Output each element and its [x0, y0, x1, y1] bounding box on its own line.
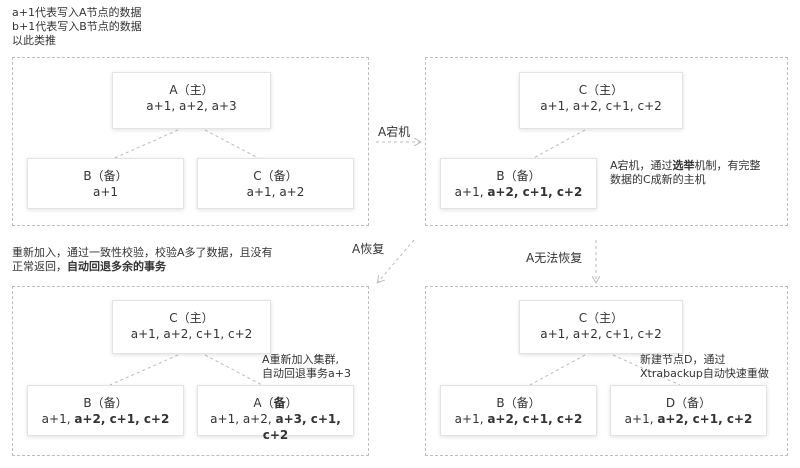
node-values: a+1, a+2, c+1, c+2: [520, 98, 682, 114]
label-a-cannot-recover: A无法恢复: [526, 251, 583, 265]
br-link-left: [529, 354, 586, 386]
tl-node-b-standby: B（备） a+1: [27, 158, 184, 209]
panel-after-a-cannot-recover: [425, 286, 788, 456]
value-part: a+1, a+2, a+3: [146, 99, 237, 113]
node-values: a+1, a+2: [198, 184, 353, 200]
bl-link-right: [204, 354, 263, 386]
tl-link-left: [109, 129, 179, 161]
bl-node-c-primary: C（主） a+1, a+2, c+1, c+2: [112, 300, 271, 354]
intro-note: a+1代表写入A节点的数据 b+1代表写入B节点的数据 以此类推: [12, 6, 142, 48]
node-title: C（主）: [578, 311, 624, 325]
value-part: a+1, a+2,: [210, 412, 276, 426]
value-part-bold: a+2, c+1, c+2: [487, 185, 583, 199]
title-part-bold: 备: [273, 396, 286, 410]
node-title: B（备）: [496, 396, 541, 410]
node-title: A（主）: [169, 83, 214, 97]
value-part: a+1: [92, 185, 119, 199]
title-part: ）: [285, 396, 298, 410]
intro-line-2: b+1代表写入B节点的数据: [12, 20, 142, 33]
note-part: 正常返回，: [12, 260, 67, 273]
panel-initial-state: [12, 57, 369, 226]
note-line: 正常返回，自动回退多余的事务: [12, 260, 273, 274]
annotation-line: A重新加入集群,: [262, 353, 351, 367]
node-title: B（备）: [83, 396, 128, 410]
value-part: a+1,: [454, 185, 488, 199]
br-node-c-primary: C（主） a+1, a+2, c+1, c+2: [519, 300, 683, 354]
node-values: a+1, a+2, a+3: [113, 98, 270, 114]
annotation-part-bold: 选举: [672, 159, 695, 172]
annotation-part: Xtrabackup自动快速重做: [640, 367, 769, 380]
tr-node-c-primary: C（主） a+1, a+2, c+1, c+2: [519, 72, 683, 129]
node-values: a+1: [28, 184, 183, 200]
annotation-line: 新建节点D，通过: [640, 353, 769, 367]
node-values: a+1, a+2, c+1, c+2: [28, 411, 183, 427]
value-part: a+1,: [454, 412, 488, 426]
node-title: D（备）: [665, 396, 712, 410]
panel-after-a-down: [425, 57, 788, 226]
tr-node-b-standby: B（备） a+1, a+2, c+1, c+2: [440, 158, 597, 209]
bl-link-left: [109, 354, 179, 386]
value-part: a+1, a+2, c+1, c+2: [540, 99, 662, 113]
label-a-recover: A恢复: [352, 242, 385, 256]
annotation-part: A重新加入集群,: [262, 353, 340, 366]
annotation-line: 自动回退事务a+3: [262, 367, 351, 381]
value-part: a+1, a+2, c+1, c+2: [130, 327, 253, 341]
tr-link-left: [529, 129, 586, 161]
bl-node-a-standby: A（备） a+1, a+2, a+3, c+1, c+2: [197, 385, 354, 442]
br-annotation: 新建节点D，通过 Xtrabackup自动快速重做: [640, 353, 769, 381]
tl-node-c-standby: C（备） a+1, a+2: [197, 158, 354, 209]
tr-annotation: A宕机，通过选举机制，有完整 数据的C成新的主机: [610, 159, 761, 187]
annotation-part: 数据的C成新的主机: [610, 173, 706, 186]
node-values: a+1, a+2, c+1, c+2: [441, 184, 596, 200]
note-part: 重新加入，通过一致性校验，校验A多了数据，且没有: [12, 246, 273, 259]
annotation-part: 机制，有完整: [694, 159, 761, 172]
tl-node-a-primary: A（主） a+1, a+2, a+3: [112, 72, 271, 129]
br-link-right: [612, 354, 681, 386]
intro-line-1: a+1代表写入A节点的数据: [12, 6, 142, 19]
node-values: a+1, a+2, c+1, c+2: [611, 411, 766, 427]
value-part-bold: a+2, c+1, c+2: [657, 412, 753, 426]
value-part-bold: a+3, c+1, c+2: [262, 412, 341, 442]
panel-after-a-recover: [12, 286, 369, 456]
annotation-part: 自动回退事务a+3: [262, 367, 351, 380]
node-title: A（备）: [198, 395, 353, 411]
br-node-b-standby: B（备） a+1, a+2, c+1, c+2: [440, 385, 597, 436]
bl-description-note: 重新加入，通过一致性校验，校验A多了数据，且没有 正常返回，自动回退多余的事务: [12, 246, 273, 274]
annotation-line: 数据的C成新的主机: [610, 173, 761, 187]
value-part-bold: a+2, c+1, c+2: [74, 412, 170, 426]
node-values: a+1, a+2, c+1, c+2: [520, 326, 682, 342]
value-part: a+1,: [624, 412, 658, 426]
bl-annotation: A重新加入集群, 自动回退事务a+3: [262, 353, 351, 381]
br-node-d-standby: D（备） a+1, a+2, c+1, c+2: [610, 385, 767, 436]
node-title: C（主）: [578, 83, 624, 97]
node-title: B（备）: [496, 169, 541, 183]
value-part: a+1,: [41, 412, 75, 426]
node-title: C（备）: [253, 169, 298, 183]
label-a-down: A宕机: [378, 125, 411, 139]
annotation-line: Xtrabackup自动快速重做: [640, 367, 769, 381]
node-values: a+1, a+2, a+3, c+1, c+2: [198, 411, 353, 443]
annotation-line: A宕机，通过选举机制，有完整: [610, 159, 761, 173]
value-part: a+1, a+2: [246, 185, 305, 199]
note-part-bold: 自动回退多余的事务: [67, 260, 166, 273]
node-title: C（主）: [169, 311, 214, 325]
value-part-bold: a+2, c+1, c+2: [487, 412, 583, 426]
node-title: B（备）: [83, 169, 128, 183]
note-line: 重新加入，通过一致性校验，校验A多了数据，且没有: [12, 246, 273, 260]
node-values: a+1, a+2, c+1, c+2: [113, 326, 270, 342]
node-values: a+1, a+2, c+1, c+2: [441, 411, 596, 427]
annotation-part: 新建节点D，通过: [640, 353, 726, 366]
bl-node-b-standby: B（备） a+1, a+2, c+1, c+2: [27, 385, 184, 436]
annotation-part: A宕机，通过: [610, 159, 673, 172]
intro-line-3: 以此类推: [12, 34, 56, 47]
title-part: A（: [253, 396, 274, 410]
tl-link-right: [204, 129, 263, 161]
value-part: a+1, a+2, c+1, c+2: [540, 327, 662, 341]
